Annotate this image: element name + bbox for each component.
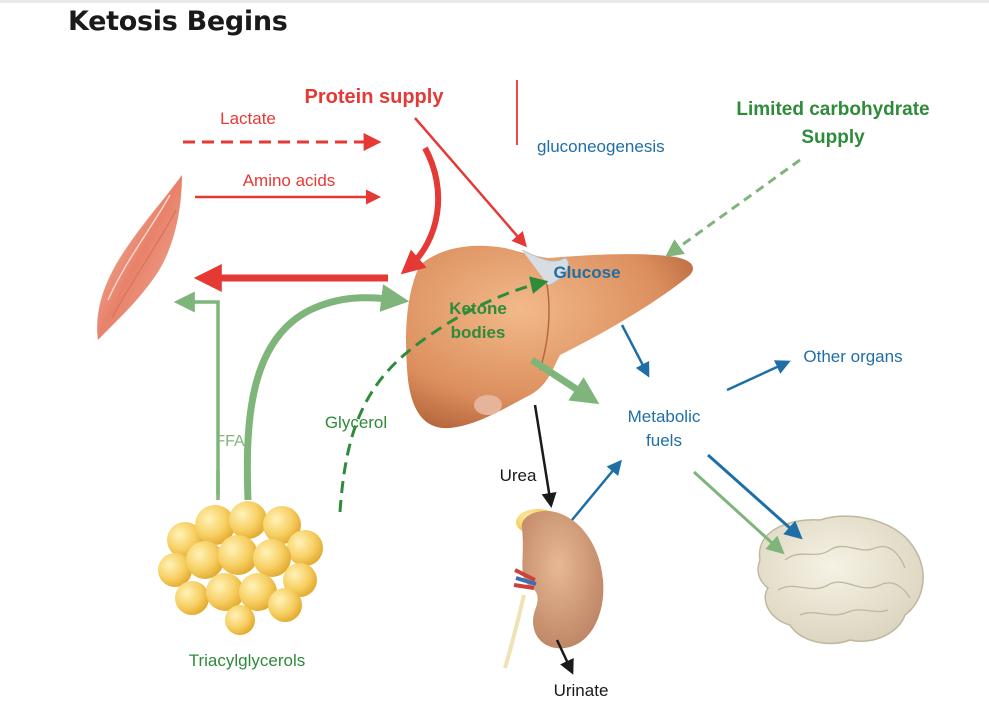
label-lactate: Lactate bbox=[220, 109, 276, 128]
label-limited-carb-1: Limited carbohydrate bbox=[736, 99, 929, 120]
protein-to-liver-arrow bbox=[400, 146, 442, 275]
protein-to-glucose-arrow bbox=[414, 117, 527, 248]
label-limited-carb-2: Supply bbox=[801, 127, 865, 148]
label-gluconeogenesis: gluconeogenesis bbox=[537, 137, 665, 156]
label-ffa: FFA bbox=[215, 433, 245, 450]
urea-arrow bbox=[533, 404, 557, 508]
fuels-to-brain-green-arrow bbox=[692, 470, 785, 555]
fat-cells-illustration bbox=[158, 501, 323, 635]
kidney-illustration bbox=[503, 509, 604, 669]
label-other-organs: Other organs bbox=[803, 347, 902, 366]
label-urea: Urea bbox=[500, 466, 537, 485]
ffa-to-muscle-arrow bbox=[173, 291, 220, 495]
glucose-to-fuels-arrow bbox=[620, 324, 650, 378]
fat-to-liver-arrow bbox=[243, 284, 410, 501]
top-divider bbox=[0, 0, 989, 3]
label-ketone-2: bodies bbox=[451, 323, 506, 342]
liver-illustration bbox=[405, 245, 694, 429]
label-metabolic-2: fuels bbox=[646, 431, 682, 450]
fuels-to-brain-blue-arrow bbox=[707, 453, 803, 540]
ketone-to-fuels-arrow bbox=[530, 357, 600, 405]
limited-carb-arrow bbox=[665, 158, 801, 258]
urinate-arrow bbox=[555, 639, 574, 675]
page-title: Ketosis Begins bbox=[68, 6, 288, 37]
label-glucose: Glucose bbox=[553, 263, 620, 282]
label-protein-supply: Protein supply bbox=[305, 86, 445, 108]
brain-illustration bbox=[757, 515, 924, 645]
label-ketone-1: Ketone bbox=[449, 299, 507, 318]
label-urinate: Urinate bbox=[554, 681, 609, 700]
fuels-to-organs-arrow bbox=[726, 360, 791, 392]
label-glycerol: Glycerol bbox=[325, 413, 387, 432]
glycerol-arrow bbox=[338, 276, 549, 513]
label-triacylglycerols: Triacylglycerols bbox=[189, 651, 306, 670]
muscle-illustration bbox=[97, 175, 182, 340]
kidney-to-fuels-arrow bbox=[571, 459, 622, 521]
label-amino-acids: Amino acids bbox=[243, 171, 336, 190]
label-metabolic-1: Metabolic bbox=[628, 407, 701, 426]
